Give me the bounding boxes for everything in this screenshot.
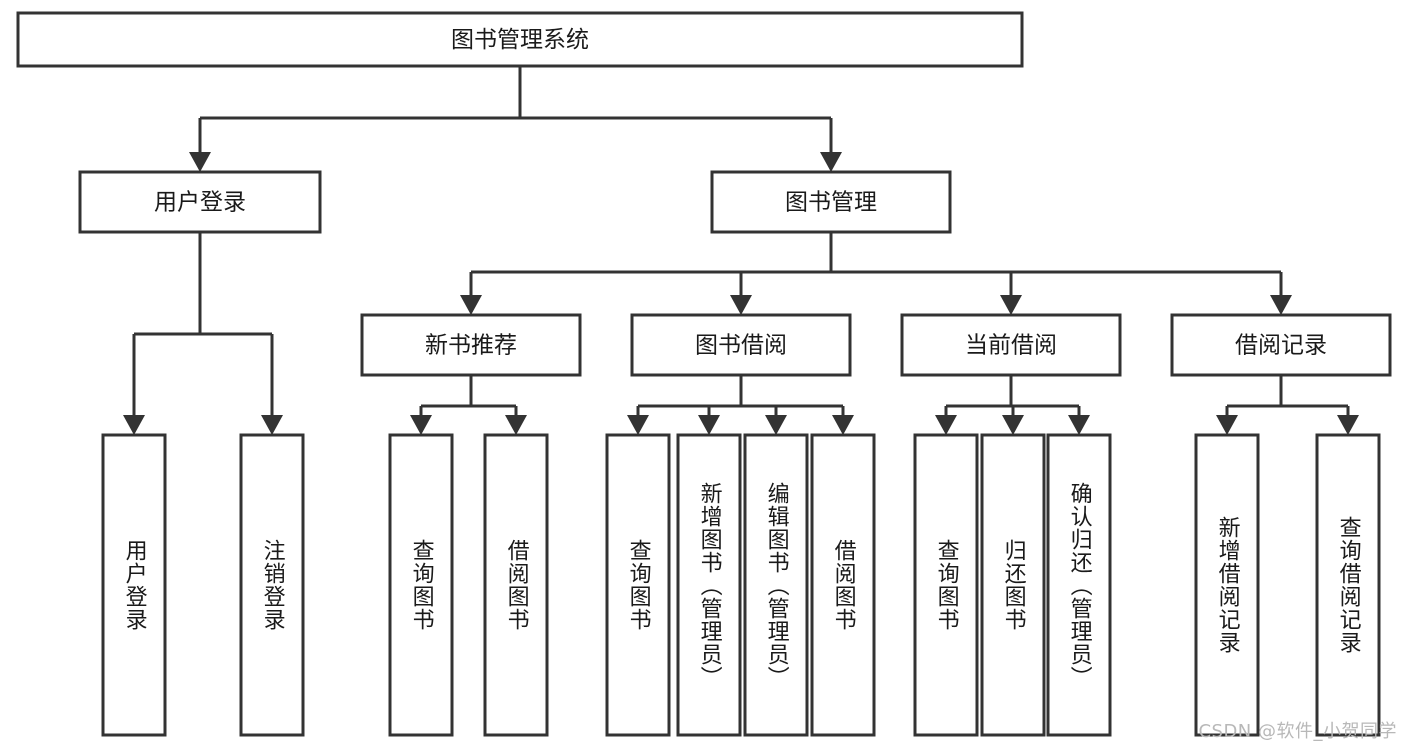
arrow-head-l3_6: [765, 415, 787, 435]
edge-group-l1_1: [460, 232, 1292, 315]
node-box-l1_1[interactable]: [710, 170, 952, 234]
node-box-l2_2[interactable]: [900, 313, 1122, 377]
node-label-l2_1: 图书借阅: [695, 333, 787, 359]
csdn-watermark: CSDN @软件_小贺同学: [1198, 721, 1397, 742]
box-layer: [16, 11, 1392, 737]
node-box-l3_5[interactable]: [676, 433, 742, 737]
arrow-head-l3_3: [505, 415, 527, 435]
arrow-head-l3_0: [123, 415, 145, 435]
node-box-l3_4[interactable]: [605, 433, 671, 737]
arrow-head-l2_1: [730, 295, 752, 315]
node-box-l3_8[interactable]: [913, 433, 979, 737]
arrow-head-l3_4: [627, 415, 649, 435]
arrow-head-l3_8: [935, 415, 957, 435]
node-box-l3_10[interactable]: [1046, 433, 1112, 737]
node-box-l3_6[interactable]: [743, 433, 809, 737]
node-box-l3_0[interactable]: [101, 433, 167, 737]
arrow-head-l3_7: [832, 415, 854, 435]
arrow-head-l3_10: [1068, 415, 1090, 435]
arrow-head-l3_9: [1002, 415, 1024, 435]
edge-group-l2_1: [627, 375, 854, 435]
edge-group-l2_0: [410, 375, 527, 435]
edge-group-l2_2: [935, 375, 1090, 435]
arrow-head-l3_5: [698, 415, 720, 435]
arrow-head-l1_0: [189, 152, 211, 172]
node-label-l2_2: 当前借阅: [965, 333, 1057, 359]
node-box-l3_7[interactable]: [810, 433, 876, 737]
node-box-l2_3[interactable]: [1170, 313, 1392, 377]
arrow-head-l2_0: [460, 295, 482, 315]
arrow-head-l1_1: [820, 152, 842, 172]
arrow-head-l3_11: [1216, 415, 1238, 435]
node-label-l1_0: 用户登录: [154, 190, 246, 216]
arrow-head-l3_12: [1337, 415, 1359, 435]
arrow-head-l3_2: [410, 415, 432, 435]
edge-layer: [123, 66, 1359, 435]
node-label-l1_1: 图书管理: [785, 190, 877, 216]
node-label-l2_0: 新书推荐: [425, 333, 517, 359]
arrow-head-l3_1: [261, 415, 283, 435]
node-label-l2_3: 借阅记录: [1235, 333, 1327, 359]
edge-group-l2_3: [1216, 375, 1359, 435]
node-box-l2_1[interactable]: [630, 313, 852, 377]
node-box-l2_0[interactable]: [360, 313, 582, 377]
node-box-l3_3[interactable]: [483, 433, 549, 737]
node-box-root[interactable]: [16, 11, 1024, 68]
node-box-l3_12[interactable]: [1315, 433, 1381, 737]
edge-group-root: [189, 66, 842, 172]
node-box-l3_2[interactable]: [388, 433, 454, 737]
edge-group-l1_0: [123, 232, 283, 435]
arrow-head-l2_2: [1000, 295, 1022, 315]
node-label-root: 图书管理系统: [451, 27, 589, 53]
node-box-l3_1[interactable]: [239, 433, 305, 737]
node-box-l1_0[interactable]: [78, 170, 322, 234]
node-box-l3_9[interactable]: [980, 433, 1046, 737]
arrow-head-l2_3: [1270, 295, 1292, 315]
node-box-l3_11[interactable]: [1194, 433, 1260, 737]
